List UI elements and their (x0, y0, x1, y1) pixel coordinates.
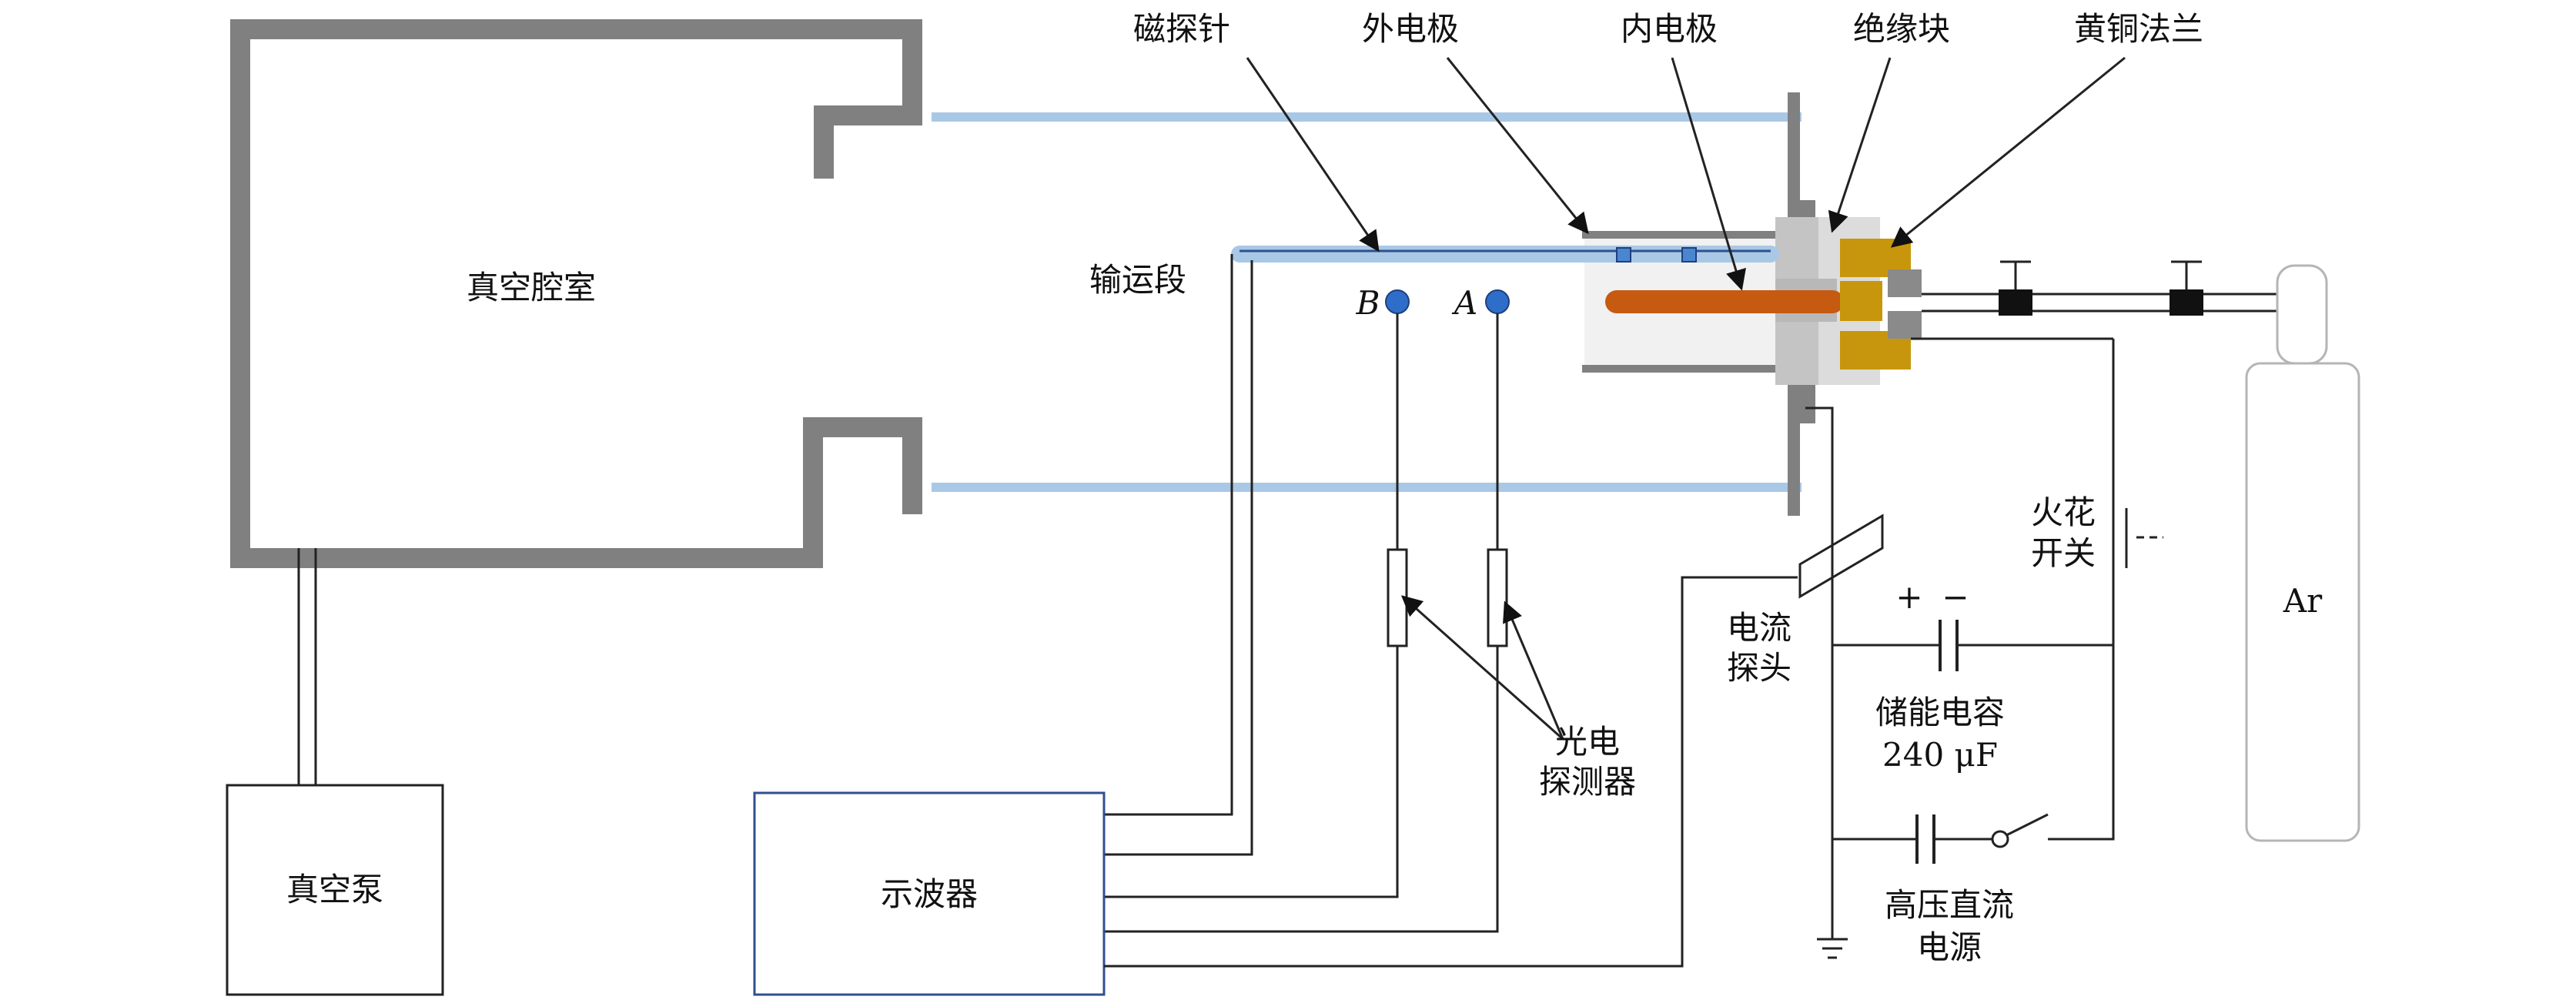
gas-connector-top (1888, 269, 1922, 297)
plasma-gun (1582, 217, 1922, 385)
ground-symbol (1817, 938, 1848, 959)
insulator-block-label: 绝缘块 (1853, 10, 1950, 48)
photodetector-label-2: 探测器 (1539, 763, 1636, 801)
gas-valve-2[interactable] (2170, 260, 2203, 316)
vacuum-pump-line (297, 548, 317, 785)
magnetic-probe-coil-2 (1681, 247, 1697, 263)
gas-connector-bottom (1888, 311, 1922, 339)
probe-b-dot (1385, 289, 1410, 314)
vacuum-pump (226, 784, 444, 996)
argon-cylinder (2245, 264, 2360, 842)
inner-electrode-arrow (1671, 57, 1746, 291)
capacitor-minus: − (1942, 578, 1969, 616)
vacuum-chamber (230, 19, 922, 568)
magnetic-probe-arrow (1246, 57, 1380, 253)
outer-electrode-arrow (1446, 57, 1589, 235)
brass-flange-arrow (1890, 56, 2126, 248)
hv-supply-label-2: 电源 (1917, 928, 1982, 966)
current-probe-label-1: 电流 (1727, 609, 1791, 647)
photodetector-arrow-b (1400, 595, 1564, 741)
magnetic-probe (1231, 246, 1779, 263)
photodetector-a (1487, 548, 1508, 647)
photodetector-label-1: 光电 (1555, 723, 1620, 761)
inner-electrode-label: 内电极 (1621, 10, 1718, 48)
oscilloscope-label: 示波器 (881, 875, 978, 913)
transport-section-label: 输运段 (1089, 261, 1186, 299)
outer-electrode-top (1582, 231, 1791, 239)
transport-tube-top-wall (932, 112, 1802, 122)
gas-feed-line (1922, 293, 2279, 313)
inner-electrode (1605, 290, 1844, 313)
hv-switch-blade (2006, 813, 2049, 837)
photodetector-arrow-a (1503, 600, 1564, 740)
outer-electrode-bottom (1582, 365, 1791, 373)
transport-tube-bottom-wall (932, 483, 1802, 492)
vacuum-pump-label: 真空泵 (286, 871, 383, 908)
magnetic-probe-coil-1 (1616, 247, 1631, 263)
magnetic-probe-label: 磁探针 (1133, 10, 1230, 48)
capacitor-label-2: 240 μF (1882, 736, 1998, 774)
probe-b-label: B (1356, 284, 1380, 322)
brass-flange-label: 黄铜法兰 (2074, 10, 2203, 48)
spark-switch-label-1: 火花 (2031, 493, 2096, 531)
vacuum-chamber-label: 真空腔室 (467, 269, 596, 306)
probe-a-dot (1485, 289, 1510, 314)
capacitor-plus: + (1895, 578, 1922, 616)
capacitor-label-1: 储能电容 (1875, 694, 2005, 731)
current-probe-label-2: 探头 (1727, 649, 1791, 687)
brass-flange-center (1840, 281, 1882, 321)
probe-a-label: A (1451, 284, 1477, 322)
hv-supply-label-1: 高压直流 (1885, 886, 2014, 924)
spark-switch-label-2: 开关 (2031, 534, 2096, 572)
current-probe (1798, 513, 1884, 599)
hv-switch-pivot (1991, 830, 2009, 848)
gas-valve-1[interactable] (1999, 260, 2032, 316)
insulator-block-arrow (1828, 57, 1892, 233)
outer-electrode-label: 外电极 (1362, 10, 1459, 48)
argon-label: Ar (2283, 582, 2323, 620)
oscilloscope (753, 791, 1106, 996)
